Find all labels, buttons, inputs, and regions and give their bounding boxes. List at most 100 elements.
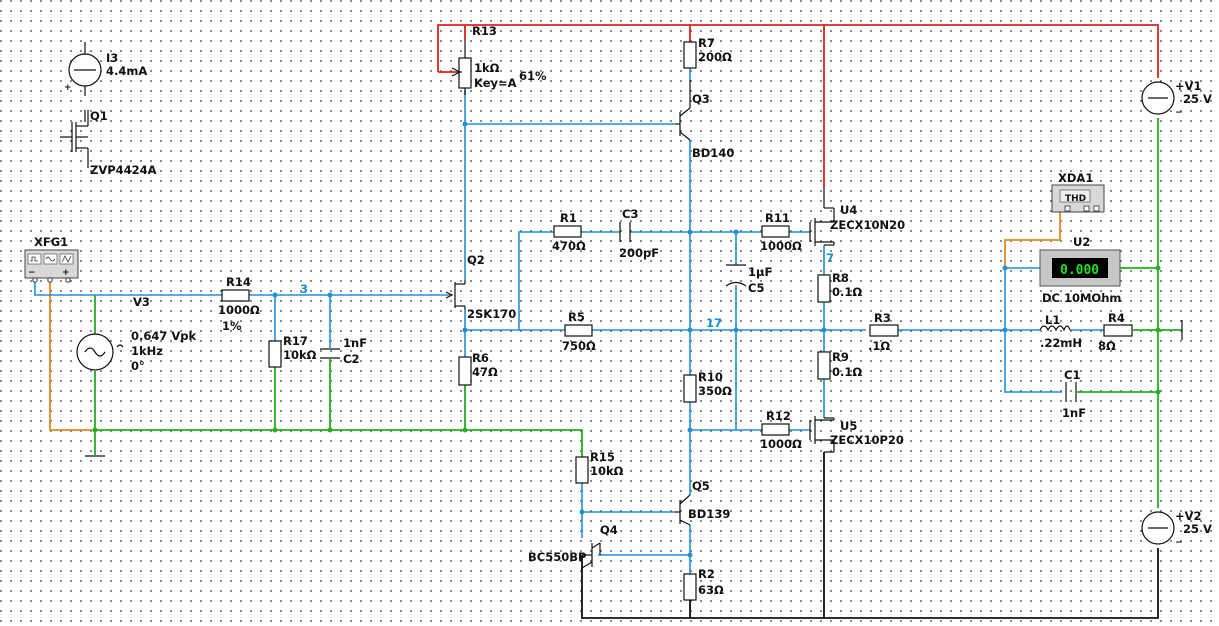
resistor-r2[interactable]: [683, 573, 697, 601]
r15-value: 10kΩ: [590, 464, 624, 478]
function-generator-xfg1[interactable]: [24, 249, 79, 283]
positive-rail-wires: [437, 24, 1159, 188]
r14-value: 1000Ω: [218, 303, 260, 317]
q4-name: Q4: [600, 523, 618, 537]
c2-name: C2: [343, 352, 359, 366]
resistor-r8[interactable]: [817, 274, 831, 303]
r6-name: R6: [472, 351, 489, 365]
r9-name: R9: [832, 350, 849, 364]
r10-value: 350Ω: [698, 384, 732, 398]
r12-value: 1000Ω: [760, 437, 802, 451]
r1-name: R1: [560, 211, 577, 225]
u2-name: U2: [1073, 235, 1090, 249]
resistor-r17[interactable]: [268, 340, 282, 368]
resistor-r11[interactable]: [761, 225, 790, 238]
ac-source-v3[interactable]: [76, 333, 124, 371]
resistor-r9[interactable]: [817, 351, 831, 380]
generator-wires: [49, 212, 1061, 431]
svg-text:+: +: [64, 83, 72, 93]
resistor-r15[interactable]: [575, 456, 589, 484]
signal-wires: [34, 68, 1104, 574]
c1-name: C1: [1064, 368, 1080, 382]
c5-name: C5: [748, 281, 764, 295]
r6-value: 47Ω: [472, 365, 498, 379]
r15-name: R15: [590, 450, 615, 464]
resistor-r4[interactable]: [1103, 324, 1133, 337]
capacitor-c2[interactable]: [320, 341, 340, 367]
r11-name: R11: [765, 211, 790, 225]
v1-name: +V1: [1175, 79, 1202, 93]
r5-value: 750Ω: [562, 339, 596, 353]
r13-setting: 61%: [519, 69, 547, 83]
thd-analyzer-xda1[interactable]: [1051, 184, 1105, 213]
resistor-r1[interactable]: [553, 225, 582, 238]
resistor-r7[interactable]: [683, 41, 697, 69]
xda1-label: THD: [1065, 194, 1086, 204]
potentiometer-r13[interactable]: [451, 40, 472, 95]
voltage-source-v1[interactable]: [1141, 81, 1175, 115]
r3-value: .1Ω: [868, 339, 890, 353]
r8-value: 0.1Ω: [832, 285, 862, 299]
u2-reading: 0.000: [1060, 263, 1099, 278]
transistor-q3[interactable]: [675, 80, 691, 141]
r14-name: R14: [226, 275, 251, 289]
v1-value: 25 V: [1183, 92, 1212, 106]
resistor-r5[interactable]: [564, 324, 593, 337]
current-source-i3[interactable]: +: [64, 42, 102, 96]
v3-frequency: 1kHz: [131, 344, 163, 358]
negative-rail-wires: [581, 452, 1159, 619]
resistor-r3[interactable]: [869, 324, 899, 337]
q5-model: BD139: [688, 507, 730, 521]
multimeter-u2[interactable]: [1039, 249, 1121, 287]
net-3-label: 3: [300, 282, 308, 296]
r4-value: 8Ω: [1098, 339, 1116, 353]
svg-text:+: +: [62, 268, 70, 278]
c2-value: 1nF: [343, 336, 367, 350]
l1-name: L1: [1045, 313, 1060, 327]
mosfet-u5[interactable]: [809, 416, 835, 453]
l1-value: .22mH: [1040, 336, 1082, 350]
svg-text:−: −: [1175, 538, 1183, 548]
r5-name: R5: [568, 310, 585, 324]
r10-name: R10: [698, 370, 723, 384]
i3-name: I3: [106, 51, 118, 65]
transistor-q4[interactable]: [581, 542, 601, 569]
q3-model: BD140: [692, 146, 734, 160]
c3-name: C3: [622, 207, 638, 221]
r13-key: Key=A: [474, 76, 517, 90]
r9-value: 0.1Ω: [832, 365, 862, 379]
mosfet-q1[interactable]: [60, 110, 89, 168]
q1-name: Q1: [90, 109, 108, 123]
v3-name: V3: [133, 295, 150, 309]
mosfet-u4[interactable]: [809, 188, 835, 246]
c1-value: 1nF: [1062, 406, 1086, 420]
r12-name: R12: [766, 409, 791, 423]
q2-name: Q2: [467, 253, 485, 267]
r7-value: 200Ω: [698, 50, 732, 64]
voltage-source-v2[interactable]: [1141, 511, 1175, 545]
q5-name: Q5: [692, 479, 710, 493]
transistor-q5[interactable]: [675, 494, 691, 526]
resistor-r12[interactable]: [761, 423, 790, 436]
c3-value: 200pF: [619, 246, 659, 260]
r11-value: 1000Ω: [760, 239, 802, 253]
r17-name: R17: [283, 334, 308, 348]
u4-model: ZECX10N20: [830, 218, 905, 232]
resistor-r14[interactable]: [221, 289, 250, 302]
q1-model: ZVP4424A: [90, 163, 157, 177]
junction-dots: [92, 121, 1161, 558]
resistor-r10[interactable]: [683, 374, 697, 403]
capacitor-c3[interactable]: [619, 222, 631, 242]
resistor-r6[interactable]: [458, 356, 472, 386]
inductor-l1[interactable]: [1039, 325, 1071, 332]
u5-model: ZECX10P20: [830, 433, 904, 447]
capacitor-c5[interactable]: [725, 264, 747, 287]
jfet-q2[interactable]: [445, 280, 466, 310]
xda1-name: XDA1: [1058, 171, 1093, 185]
v2-value: 25 V: [1183, 522, 1212, 536]
capacitor-c1[interactable]: [1065, 382, 1082, 402]
r8-name: R8: [832, 271, 849, 285]
net-7-label: 7: [826, 251, 834, 265]
